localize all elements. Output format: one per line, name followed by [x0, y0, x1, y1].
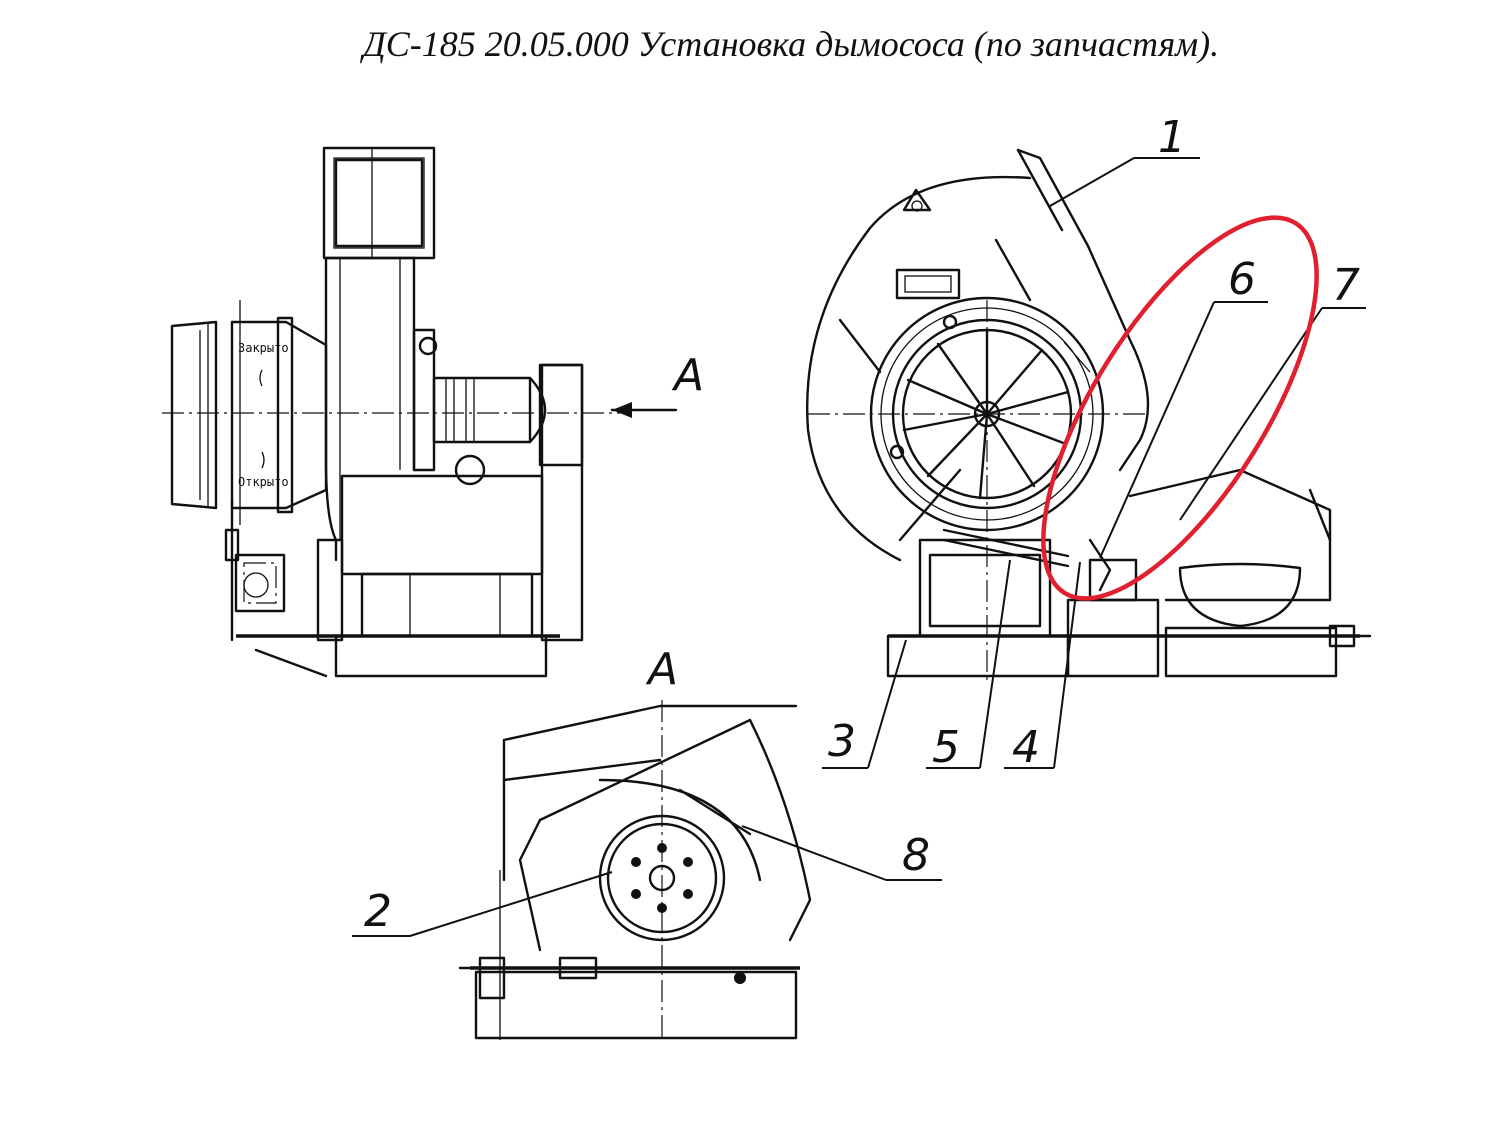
- page-title: ДС-185 20.05.000 Установка дымососа (по …: [362, 24, 1220, 64]
- damper-open-label: Открыто: [238, 475, 289, 489]
- callout-7: 7: [1332, 260, 1360, 311]
- view-arrow-label: А: [671, 350, 704, 401]
- side-view: Закрыто Открыто: [162, 146, 620, 678]
- damper-closed-label: Закрыто: [238, 341, 289, 355]
- callout-8: 8: [902, 830, 930, 881]
- callout-6: 6: [1228, 254, 1256, 305]
- callout-1: 1: [1158, 112, 1186, 163]
- callout-4: 4: [1012, 722, 1040, 773]
- callout-2: 2: [364, 886, 392, 937]
- callout-labels: 1 2 3 4 5 6 7 8: [364, 112, 1360, 937]
- callout-3: 3: [828, 716, 856, 767]
- view-arrow: А: [610, 350, 704, 418]
- view-a-label: А: [645, 644, 678, 695]
- callout-5: 5: [932, 722, 960, 773]
- view-a: [458, 700, 812, 1040]
- highlight-ellipse: [1041, 215, 1319, 601]
- front-view: [806, 148, 1372, 680]
